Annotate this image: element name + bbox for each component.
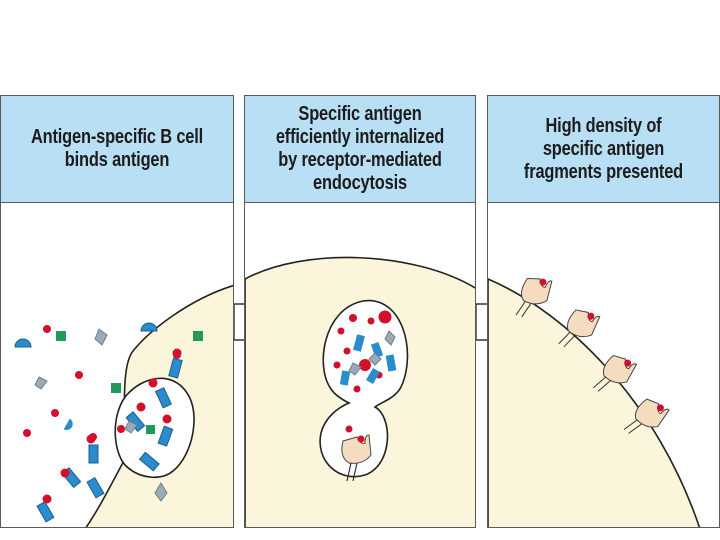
bound-antigens xyxy=(42,348,182,504)
binding-illustration xyxy=(14,284,233,527)
panel-title: Specific antigen efficiently internalize… xyxy=(275,103,445,194)
panel-header: High density of specific antigen fragmen… xyxy=(488,96,719,203)
panel-title: High density of specific antigen fragmen… xyxy=(523,114,684,183)
panel-endocytosis: Specific antigen efficiently internalize… xyxy=(244,95,476,528)
endocytosis-illustration xyxy=(245,256,475,527)
presented-mhc-molecules xyxy=(515,278,670,434)
panel-header: Specific antigen efficiently internalize… xyxy=(245,96,475,203)
panel-binding: Antigen-specific B cell binds antigen xyxy=(0,95,234,528)
pocket-antigens xyxy=(124,420,155,434)
mhc-molecule-icon xyxy=(341,434,372,482)
panel-presentation: High density of specific antigen fragmen… xyxy=(487,95,720,528)
endosome xyxy=(319,299,409,478)
presentation-illustration xyxy=(488,203,719,527)
panel-title: Antigen-specific B cell binds antigen xyxy=(30,126,204,171)
panel-header: Antigen-specific B cell binds antigen xyxy=(1,96,233,203)
